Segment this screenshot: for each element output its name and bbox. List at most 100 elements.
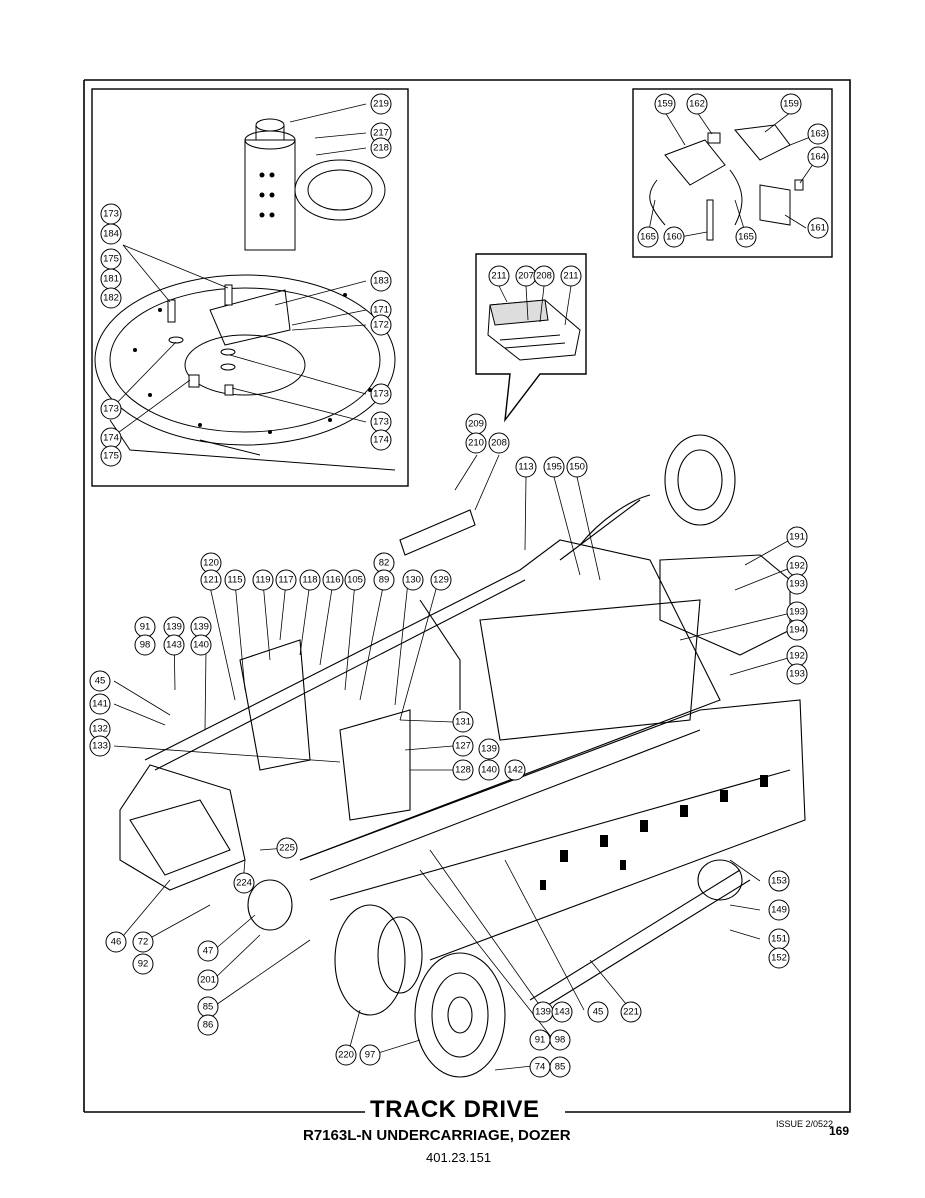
callout: 211 bbox=[563, 271, 578, 282]
undercarriage-art bbox=[119, 434, 806, 1078]
callout: 115 bbox=[227, 575, 242, 586]
callout: 193 bbox=[789, 669, 805, 680]
callout: 120 bbox=[203, 558, 219, 569]
callout: 127 bbox=[455, 741, 471, 752]
callout: 175 bbox=[103, 451, 119, 462]
callout: 72 bbox=[138, 937, 149, 948]
callout: 139 bbox=[193, 622, 209, 633]
callout: 117 bbox=[278, 575, 293, 586]
main-leaders bbox=[113, 454, 796, 1071]
callout: 207 bbox=[518, 271, 534, 282]
callout: 174 bbox=[103, 433, 119, 444]
callout: 97 bbox=[365, 1050, 376, 1061]
callout: 225 bbox=[279, 843, 295, 854]
callout: 139 bbox=[535, 1007, 551, 1018]
callout: 184 bbox=[103, 229, 119, 240]
callout: 151 bbox=[771, 934, 787, 945]
turntable-leaders bbox=[110, 103, 367, 439]
callout: 208 bbox=[536, 271, 552, 282]
callout: 224 bbox=[236, 878, 252, 889]
callout: 140 bbox=[193, 640, 209, 651]
frame-slots bbox=[540, 775, 768, 890]
callout: 105 bbox=[347, 575, 363, 586]
callout: 139 bbox=[481, 744, 497, 755]
page-subtitle: R7163L-N UNDERCARRIAGE, DOZER bbox=[303, 1127, 571, 1144]
callout: 113 bbox=[518, 462, 533, 473]
callout: 149 bbox=[771, 905, 787, 916]
callout: 173 bbox=[373, 417, 389, 428]
callout: 133 bbox=[92, 741, 108, 752]
callout: 172 bbox=[373, 320, 389, 331]
callout: 128 bbox=[455, 765, 471, 776]
callout: 181 bbox=[103, 274, 119, 285]
callout: 163 bbox=[810, 129, 826, 140]
callout: 195 bbox=[546, 462, 562, 473]
callout: 201 bbox=[200, 975, 216, 986]
callout: 45 bbox=[95, 676, 106, 687]
callout: 118 bbox=[302, 575, 317, 586]
callout: 173 bbox=[103, 404, 119, 415]
callout: 142 bbox=[507, 765, 523, 776]
turntable-art bbox=[94, 118, 396, 471]
callout: 217 bbox=[373, 128, 389, 139]
track-pad-art bbox=[487, 299, 581, 361]
callout: 85 bbox=[555, 1062, 566, 1073]
callout: 47 bbox=[203, 946, 214, 957]
callout: 153 bbox=[771, 876, 787, 887]
guard-inset-frame bbox=[632, 88, 833, 258]
callout: 150 bbox=[569, 462, 585, 473]
callout: 173 bbox=[103, 209, 119, 220]
page-number: 169 bbox=[829, 1124, 850, 1138]
callout: 220 bbox=[338, 1050, 354, 1061]
callout: 193 bbox=[789, 607, 805, 618]
callout: 91 bbox=[140, 622, 151, 633]
callout: 221 bbox=[623, 1007, 639, 1018]
callout: 174 bbox=[373, 435, 389, 446]
issue-label: ISSUE 2/0522 bbox=[776, 1119, 834, 1129]
callout: 89 bbox=[379, 575, 390, 586]
callout: 152 bbox=[771, 953, 787, 964]
callout: 160 bbox=[666, 232, 682, 243]
callout: 165 bbox=[738, 232, 754, 243]
callout: 173 bbox=[373, 389, 389, 400]
callout: 171 bbox=[373, 305, 389, 316]
callout: 98 bbox=[555, 1035, 566, 1046]
callout: 209 bbox=[468, 419, 484, 430]
callout: 45 bbox=[593, 1007, 604, 1018]
callout: 140 bbox=[481, 765, 497, 776]
callout: 165 bbox=[640, 232, 656, 243]
callout: 46 bbox=[111, 937, 122, 948]
guard-callouts: 159 162 159 163 164 165 160 165 161 bbox=[637, 93, 829, 248]
page-title: TRACK DRIVE bbox=[370, 1096, 540, 1123]
callout: 161 bbox=[810, 223, 826, 234]
main-callouts: 209 210 208 113 195 150 191 192 193 193 … bbox=[89, 413, 808, 1078]
callout: 132 bbox=[92, 724, 108, 735]
callout: 121 bbox=[203, 575, 219, 586]
callout: 92 bbox=[138, 959, 149, 970]
callout: 131 bbox=[455, 717, 471, 728]
callout: 86 bbox=[203, 1020, 214, 1031]
callout: 183 bbox=[373, 276, 389, 287]
callout: 98 bbox=[140, 640, 151, 651]
callout: 162 bbox=[689, 99, 705, 110]
callout: 211 bbox=[491, 271, 506, 282]
callout: 119 bbox=[255, 575, 270, 586]
callout: 164 bbox=[810, 152, 826, 163]
callout: 159 bbox=[657, 99, 673, 110]
callout: 159 bbox=[783, 99, 799, 110]
callout: 219 bbox=[373, 99, 389, 110]
turntable-callouts: 219 217 218 173 184 175 181 182 183 171 … bbox=[100, 93, 392, 467]
callout: 218 bbox=[373, 143, 389, 154]
turntable-inset-frame bbox=[91, 88, 409, 487]
callout: 194 bbox=[789, 625, 805, 636]
callout: 130 bbox=[405, 575, 421, 586]
callout: 82 bbox=[379, 558, 390, 569]
callout: 192 bbox=[789, 651, 805, 662]
callout: 91 bbox=[535, 1035, 546, 1046]
document-number: 401.23.151 bbox=[426, 1150, 492, 1165]
callout: 210 bbox=[468, 438, 484, 449]
callout: 191 bbox=[789, 532, 805, 543]
callout: 141 bbox=[92, 699, 108, 710]
callout: 85 bbox=[203, 1002, 214, 1013]
